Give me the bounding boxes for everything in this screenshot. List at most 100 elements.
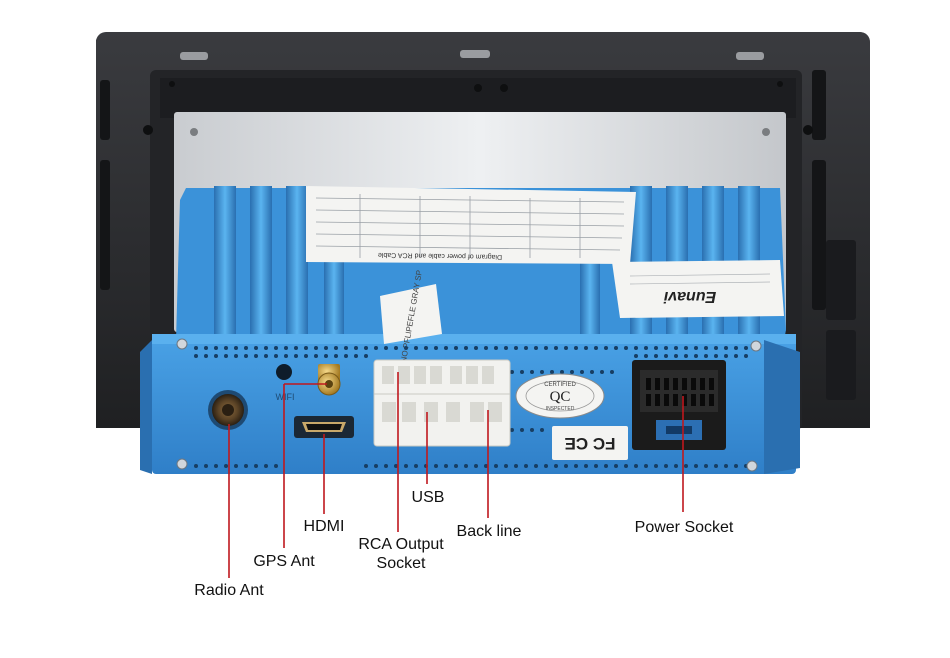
vent-hole [484, 464, 488, 468]
vent-hole [204, 354, 208, 358]
vent-hole [504, 464, 508, 468]
vent-hole [664, 346, 668, 350]
vent-hole [584, 346, 588, 350]
vent-hole [274, 464, 278, 468]
vent-hole [354, 346, 358, 350]
vent-hole [204, 346, 208, 350]
vent-hole [314, 354, 318, 358]
vent-hole [604, 346, 608, 350]
usb-label: USB [402, 488, 454, 507]
vent-hole [394, 464, 398, 468]
vent-hole [580, 370, 584, 374]
vent-hole [254, 346, 258, 350]
vent-hole [634, 464, 638, 468]
vent-hole [414, 346, 418, 350]
sticker-title: Diagram of power cable and RCA Cable [378, 251, 502, 260]
vent-hole [404, 464, 408, 468]
power-socket-text: Power Socket [634, 519, 734, 536]
vent-hole [264, 354, 268, 358]
vent-hole [374, 346, 378, 350]
vent-hole [694, 464, 698, 468]
vent-hole [544, 346, 548, 350]
vent-hole [394, 346, 398, 350]
power-pin [673, 378, 678, 390]
vent-hole [214, 346, 218, 350]
vent-hole [550, 370, 554, 374]
radio-ant-label: Radio Ant [184, 581, 274, 600]
vent-hole [624, 464, 628, 468]
vent-hole [734, 346, 738, 350]
vent-hole [530, 428, 534, 432]
power-pin [664, 394, 669, 406]
vent-hole [504, 346, 508, 350]
power-pin [691, 394, 696, 406]
vent-hole [534, 464, 538, 468]
vent-hole [684, 464, 688, 468]
vent-hole [524, 464, 528, 468]
vent-hole [540, 428, 544, 432]
vent-hole [674, 354, 678, 358]
back-line-text: Back line [456, 523, 522, 540]
vent-hole [704, 464, 708, 468]
vent-hole [244, 346, 248, 350]
vent-hole [464, 346, 468, 350]
vent-hole [234, 464, 238, 468]
vent-hole [624, 346, 628, 350]
power-pin [646, 378, 651, 390]
vent-hole [724, 464, 728, 468]
callout-lines [228, 372, 684, 578]
vent-hole [254, 464, 258, 468]
vent-hole [554, 346, 558, 350]
hdmi-port [294, 416, 354, 438]
vent-hole [520, 428, 524, 432]
vent-hole [224, 464, 228, 468]
vent-hole [194, 464, 198, 468]
vent-hole [194, 354, 198, 358]
vent-hole [224, 346, 228, 350]
radio-ant-text: Radio Ant [194, 582, 264, 599]
vent-hole [334, 346, 338, 350]
vent-hole [584, 464, 588, 468]
vent-hole [344, 346, 348, 350]
rca-output-text-line1: RCA Output [358, 536, 444, 553]
vent-hole [614, 464, 618, 468]
vent-hole [594, 464, 598, 468]
vent-hole [264, 346, 268, 350]
power-pin [655, 378, 660, 390]
qc-seal: CERTIFIED QC INSPECTED [515, 373, 605, 419]
vent-hole [274, 346, 278, 350]
power-pin [709, 394, 714, 406]
vent-hole [444, 464, 448, 468]
vent-hole [254, 354, 258, 358]
power-pin [646, 394, 651, 406]
vent-hole [530, 370, 534, 374]
power-socket [632, 360, 726, 450]
brand-logo-text: Eunavi [663, 288, 716, 305]
vent-hole [424, 346, 428, 350]
vent-hole [514, 346, 518, 350]
vent-hole [564, 346, 568, 350]
vent-hole [474, 464, 478, 468]
back-line-label: Back line [446, 522, 532, 541]
vent-hole [364, 346, 368, 350]
vent-hole [454, 464, 458, 468]
gps-hole [276, 364, 292, 380]
vent-hole [214, 464, 218, 468]
vent-hole [314, 346, 318, 350]
vent-hole [244, 464, 248, 468]
vent-hole [384, 346, 388, 350]
vent-hole [194, 346, 198, 350]
power-socket-label: Power Socket [624, 518, 744, 537]
vent-hole [574, 346, 578, 350]
vent-hole [304, 354, 308, 358]
vent-hole [334, 354, 338, 358]
vent-hole [714, 354, 718, 358]
power-pin [673, 394, 678, 406]
vent-hole [364, 354, 368, 358]
power-pin [700, 394, 705, 406]
vent-hole [464, 464, 468, 468]
vent-hole [634, 354, 638, 358]
vent-hole [544, 464, 548, 468]
rca-output-text-line2: Socket [376, 555, 426, 572]
vent-hole [434, 464, 438, 468]
